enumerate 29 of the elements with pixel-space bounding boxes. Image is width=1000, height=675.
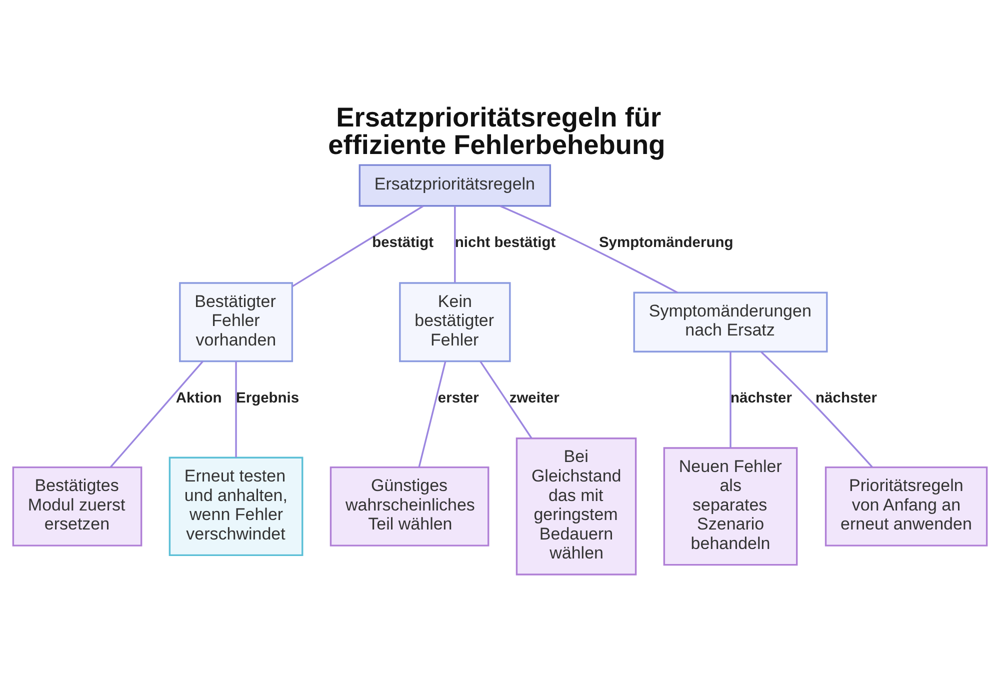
edge-label: zweiter [509,390,560,406]
connector [418,360,446,467]
edge-label: erster [438,390,479,406]
diagram-title: Ersatzprioritätsregeln für effiziente Fehlerbehebung [328,101,666,160]
node-box: Bestätigtes Modul zuerst ersetzen [12,466,142,546]
connector [760,350,873,467]
connector [730,351,732,448]
connector [454,206,456,282]
node-box: Neuen Fehler als separates Szenario behandeln [663,446,798,566]
node-box: Symptomänderungen nach Ersatz [633,291,828,352]
edge-label: nicht bestätigt [454,234,556,251]
edge-label: Symptomänderung [598,234,734,251]
node-box: Kein bestätigter Fehler [399,282,511,362]
edge-label: Aktion [176,390,222,406]
connector [500,204,678,293]
node-box: Bestätigter Fehler vorhanden [179,282,294,362]
edge-label: nächster [730,390,792,406]
edge-label: nächster [816,390,877,406]
node-box: Günstiges wahrscheinliches Teil wählen [330,466,490,546]
node-box: Prioritätsregeln von Anfang an erneut anwenden [824,466,988,546]
edge-label: Ergebnis [236,390,300,406]
node-box: Erneut testen und anhalten, wenn Fehler verschwindet [168,456,304,556]
node-box: Ersatzprioritätsregeln [358,164,552,206]
connector [235,360,237,457]
connector [110,360,204,468]
edge-label: bestätigt [372,234,434,251]
node-box: Bei Gleichstand das mit geringstem Bedauern wählen [516,437,637,575]
connector [480,360,532,438]
connector [292,204,424,287]
